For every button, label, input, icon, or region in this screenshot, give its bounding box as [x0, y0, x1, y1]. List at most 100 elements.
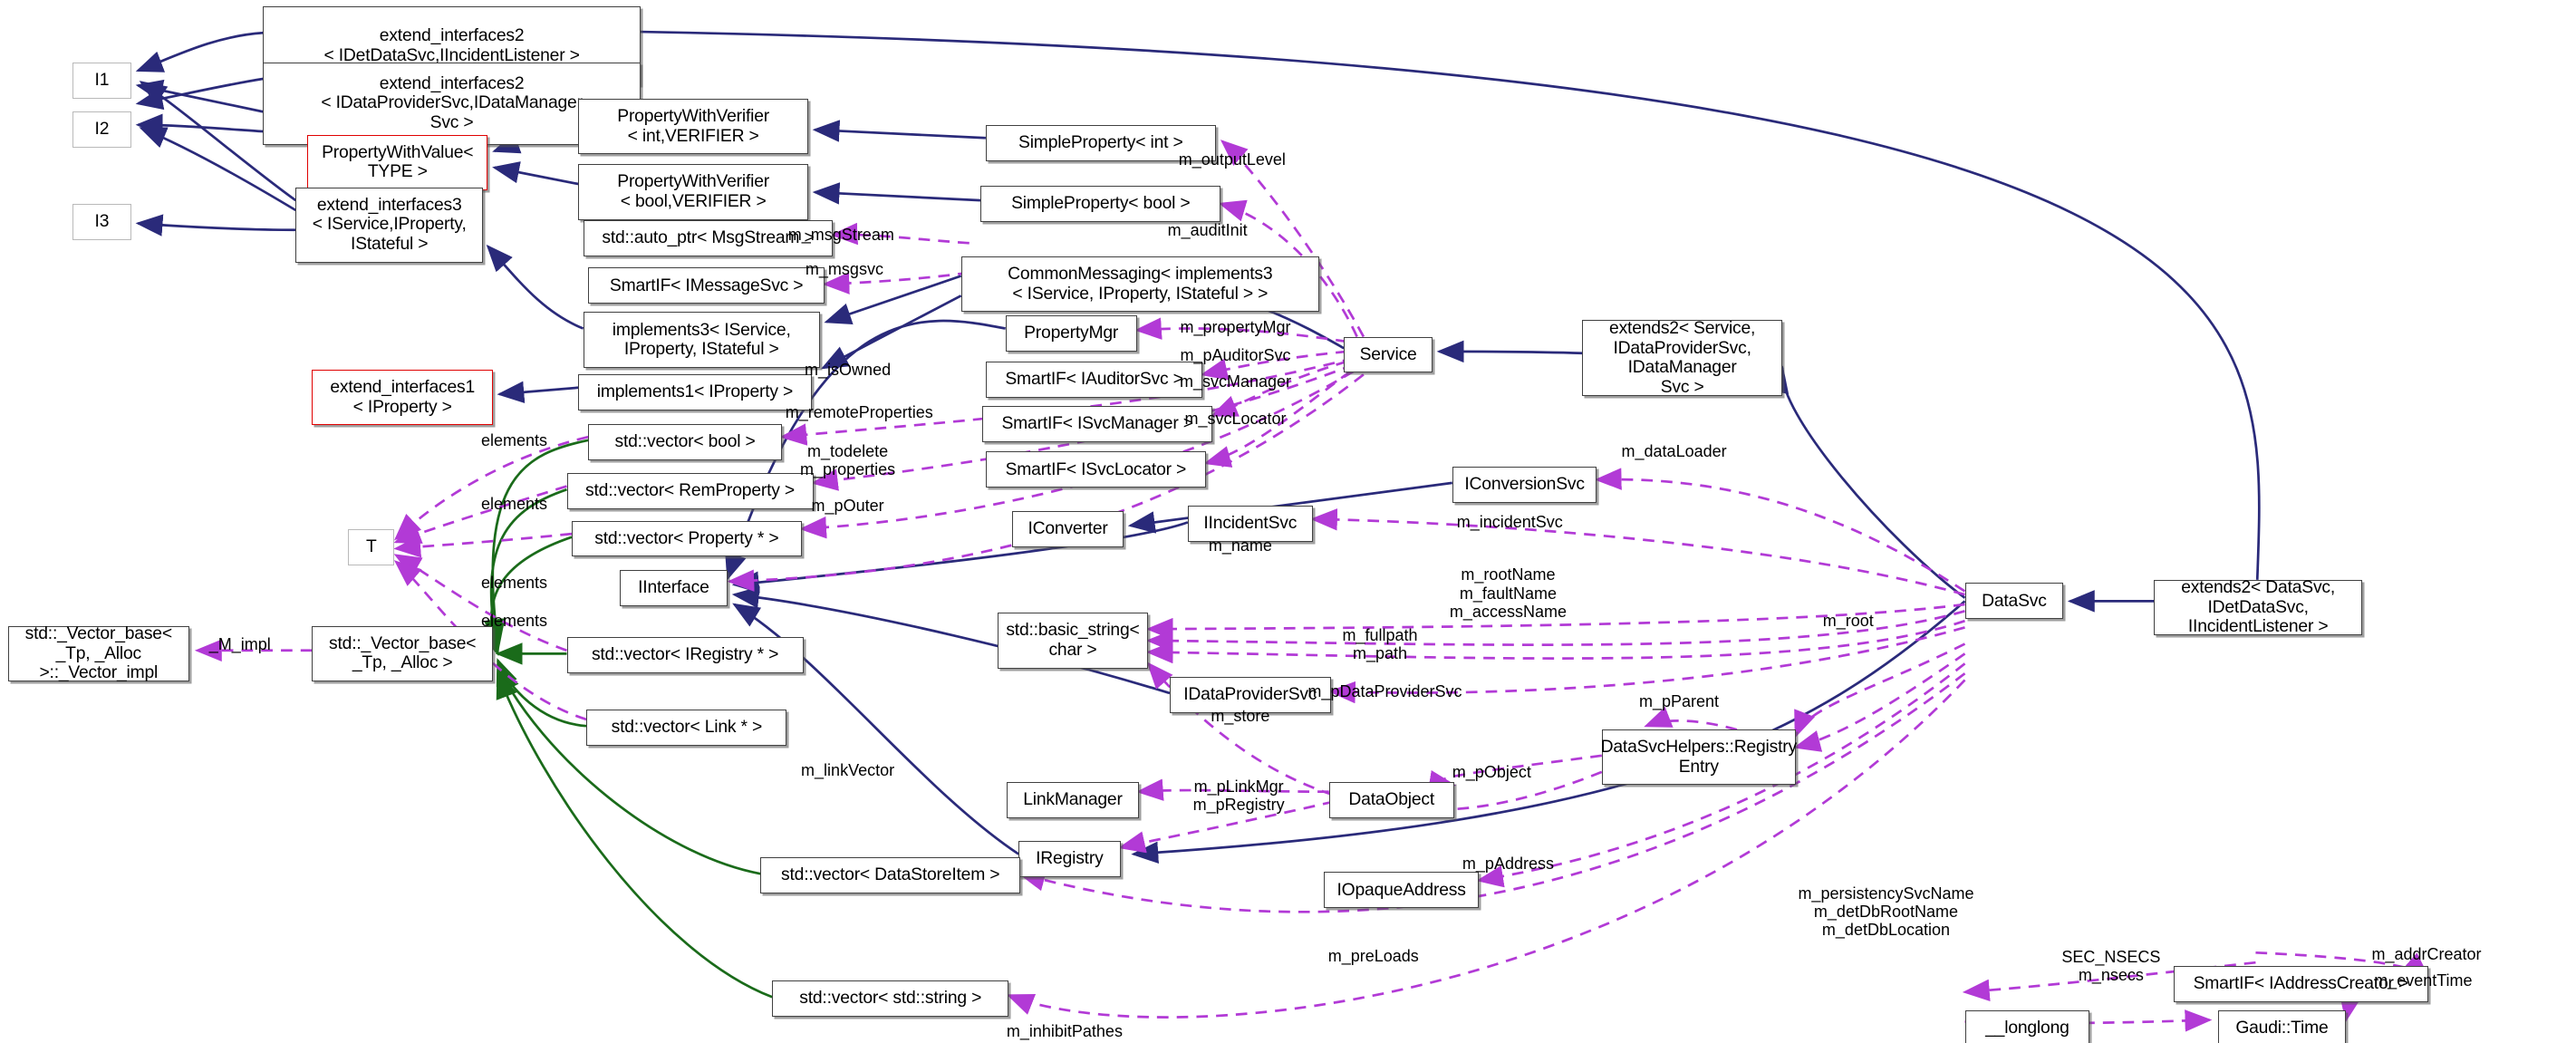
- class-node-label: extend_interfaces2 < IDataProviderSvc,ID…: [321, 73, 583, 132]
- class-node-i2[interactable]: I2: [72, 111, 132, 149]
- class-node-vecireg[interactable]: std::vector< IRegistry * >: [566, 637, 804, 674]
- class-node-label: std::vector< Link * >: [611, 718, 763, 738]
- class-node-iregistry[interactable]: IRegistry: [1018, 841, 1121, 877]
- class-node-label: std::auto_ptr< MsgStream >: [602, 227, 815, 247]
- edge-label: m_remoteProperties: [785, 402, 933, 421]
- class-node-dataobj[interactable]: DataObject: [1328, 781, 1454, 818]
- class-node-label: IRegistry: [1036, 849, 1104, 869]
- class-node-ext2_ds[interactable]: extends2< DataSvc, IDetDataSvc, IInciden…: [2154, 578, 2363, 636]
- class-node-gauditime[interactable]: Gaudi::Time: [2217, 1009, 2347, 1043]
- class-node-label: I1: [94, 70, 110, 90]
- class-node-simplebool[interactable]: SimpleProperty< bool >: [980, 185, 1221, 222]
- class-node-autoptr[interactable]: std::auto_ptr< MsgStream >: [583, 219, 834, 256]
- class-node-simpleint[interactable]: SimpleProperty< int >: [985, 124, 1216, 161]
- inheritance-long-edges: [490, 18, 2261, 580]
- class-node-longlong[interactable]: __longlong: [1964, 1009, 2090, 1043]
- edge-label: m_dataLoader: [1621, 442, 1727, 461]
- edge-label: m_pAuditorSvc: [1180, 345, 1291, 364]
- class-node-label: __longlong: [1985, 1018, 2069, 1038]
- class-node-service[interactable]: Service: [1344, 336, 1433, 373]
- class-node-label: I3: [94, 211, 110, 231]
- class-node-label: IOpaqueAddress: [1336, 880, 1466, 900]
- class-node-smartsvcl[interactable]: SmartIF< ISvcLocator >: [985, 451, 1206, 488]
- class-node-smartsvcm[interactable]: SmartIF< ISvcManager >: [982, 405, 1213, 442]
- class-node-veclink[interactable]: std::vector< Link * >: [586, 710, 787, 746]
- edge-label: elements: [480, 574, 548, 593]
- template-edges: [479, 439, 773, 999]
- class-node-label: std::vector< RemProperty >: [585, 481, 795, 501]
- class-node-label: I2: [94, 120, 110, 140]
- class-node-linkmgr[interactable]: LinkManager: [1007, 781, 1139, 818]
- edge-label: m_outputLevel: [1178, 150, 1286, 169]
- class-node-impl1[interactable]: implements1< IProperty >: [578, 374, 812, 411]
- class-node-vecprop[interactable]: std::vector< Property * >: [571, 520, 802, 557]
- class-node-pwverif_bool[interactable]: PropertyWithVerifier < bool,VERIFIER >: [578, 164, 809, 220]
- class-node-T[interactable]: T: [348, 528, 395, 565]
- class-node-smartaddr[interactable]: SmartIF< IAddressCreator >: [2173, 965, 2428, 1002]
- class-node-label: std::vector< std::string >: [799, 989, 982, 1009]
- class-node-label: std::vector< bool >: [614, 431, 756, 451]
- edge-label: m_pRegistry: [1192, 796, 1285, 815]
- class-node-ei3[interactable]: extend_interfaces3 < IService,IProperty,…: [295, 187, 484, 263]
- edge-label: elements: [480, 495, 548, 514]
- class-node-ei1[interactable]: extend_interfaces1 < IProperty >: [312, 369, 493, 426]
- class-node-datasvc[interactable]: DataSvc: [1964, 583, 2064, 620]
- class-node-label: SmartIF< IAuditorSvc >: [1005, 369, 1183, 389]
- edge-label: m_svcLocator: [1184, 410, 1287, 429]
- class-node-label: PropertyWithVerifier < bool,VERIFIER >: [617, 172, 769, 212]
- class-node-vecdsitem[interactable]: std::vector< DataStoreItem >: [760, 857, 1020, 894]
- class-node-iinterface[interactable]: IInterface: [619, 569, 728, 606]
- edge-label: elements: [480, 430, 548, 449]
- edge-label: m_pObject: [1452, 762, 1531, 781]
- class-node-label: IIncidentSvc: [1203, 514, 1298, 534]
- edge-label: m_pDataProviderSvc: [1307, 682, 1462, 701]
- class-node-idataprov[interactable]: IDataProviderSvc: [1169, 676, 1331, 713]
- class-node-label: SmartIF< ISvcManager >: [1001, 413, 1193, 433]
- class-node-registry[interactable]: DataSvcHelpers::Registry Entry: [1601, 729, 1797, 786]
- edge-label: m_auditInit: [1167, 220, 1248, 239]
- edge-label: m_msgStream: [787, 226, 894, 245]
- class-node-iconverter[interactable]: IConverter: [1011, 510, 1124, 547]
- class-node-propmgr[interactable]: PropertyMgr: [1005, 315, 1137, 352]
- edge-label: m_todelete m_properties: [800, 441, 896, 478]
- edge-label: m_linkVector: [801, 761, 895, 780]
- class-node-common[interactable]: CommonMessaging< implements3 < IService,…: [960, 256, 1319, 313]
- class-node-vecbase[interactable]: std::_Vector_base< _Tp, _Alloc >: [312, 625, 493, 682]
- class-node-vecbase_impl[interactable]: std::_Vector_base< _Tp, _Alloc >::_Vecto…: [8, 623, 189, 683]
- class-node-vecrem[interactable]: std::vector< RemProperty >: [566, 473, 814, 509]
- class-node-pwverif_int[interactable]: PropertyWithVerifier < int,VERIFIER >: [578, 98, 809, 155]
- edge-label: m_pLinkMgr: [1193, 777, 1284, 797]
- class-node-label: std::_Vector_base< _Tp, _Alloc >: [329, 633, 477, 673]
- class-node-label: extend_interfaces1 < IProperty >: [330, 378, 475, 417]
- class-node-ext2_svc[interactable]: extends2< Service, IDataProviderSvc, IDa…: [1582, 318, 1783, 397]
- edge-label: m_fullpath m_path: [1342, 625, 1418, 662]
- class-node-label: std::_Vector_base< _Tp, _Alloc >::_Vecto…: [24, 623, 172, 683]
- class-node-smartaud[interactable]: SmartIF< IAuditorSvc >: [985, 361, 1203, 398]
- edge-label: SEC_NSECS m_nsecs: [2061, 947, 2161, 984]
- edge-label: m_pAddress: [1462, 855, 1554, 874]
- class-node-basicstr[interactable]: std::basic_string< char >: [997, 613, 1149, 669]
- class-node-smartmsg[interactable]: SmartIF< IMessageSvc >: [588, 267, 825, 304]
- class-node-impl3[interactable]: implements3< IService, IProperty, IState…: [583, 312, 820, 369]
- edge-label: m_persistencySvcName m_detDbRootName m_d…: [1798, 884, 1974, 940]
- edge-label: m_propertyMgr: [1180, 317, 1291, 336]
- class-node-label: extends2< Service, IDataProviderSvc, IDa…: [1609, 318, 1756, 397]
- edge-label: _M_impl: [208, 634, 271, 653]
- class-node-label: LinkManager: [1023, 789, 1123, 809]
- class-node-i3[interactable]: I3: [72, 203, 132, 240]
- class-node-label: DataSvcHelpers::Registry Entry: [1600, 737, 1797, 777]
- class-node-pwvalue[interactable]: PropertyWithValue< TYPE >: [307, 134, 488, 191]
- class-node-i1[interactable]: I1: [72, 62, 132, 99]
- class-node-label: SmartIF< IAddressCreator >: [2193, 973, 2409, 993]
- class-node-iincident[interactable]: IIncidentSvc: [1187, 506, 1313, 543]
- class-node-label: SmartIF< IMessageSvc >: [609, 275, 804, 295]
- class-node-label: std::vector< Property * >: [594, 528, 779, 548]
- class-node-iopaque[interactable]: IOpaqueAddress: [1324, 872, 1479, 909]
- class-node-vecstring[interactable]: std::vector< std::string >: [772, 980, 1009, 1017]
- class-node-iconvsvc[interactable]: IConversionSvc: [1452, 466, 1597, 503]
- edge-label: m_isOwned: [805, 360, 892, 379]
- class-node-vecbool[interactable]: std::vector< bool >: [588, 423, 783, 460]
- edge-label: m_root: [1822, 612, 1874, 631]
- class-node-label: IConversionSvc: [1464, 474, 1585, 494]
